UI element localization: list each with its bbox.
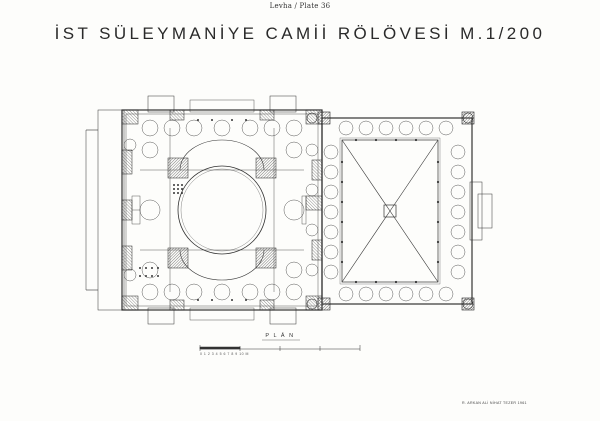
drawing-credits: R. ARKAN ALİ NİHAT TEZER 1961: [462, 401, 527, 405]
drawing-title: İST SÜLEYMANİYE CAMİİ RÖLÖVESİ M.1/200: [54, 24, 546, 43]
mihrab-area: [131, 195, 307, 225]
prayer-hall-columns: [139, 119, 247, 301]
scale-caption: 0 1 2 3 4 5 6 7 8 9 10 M: [200, 352, 249, 356]
prayer-hall: [85, 95, 323, 325]
courtyard-columns: [340, 138, 440, 284]
prayer-hall-side-domes: [123, 119, 319, 301]
plate-number: Levha / Plate 36: [269, 2, 331, 10]
scale-bar: [199, 345, 361, 351]
courtyard-portico-domes: [323, 120, 466, 302]
plan-label: P L Â N: [265, 333, 295, 339]
courtyard: [306, 111, 493, 311]
prayer-hall-piers: [121, 109, 323, 311]
